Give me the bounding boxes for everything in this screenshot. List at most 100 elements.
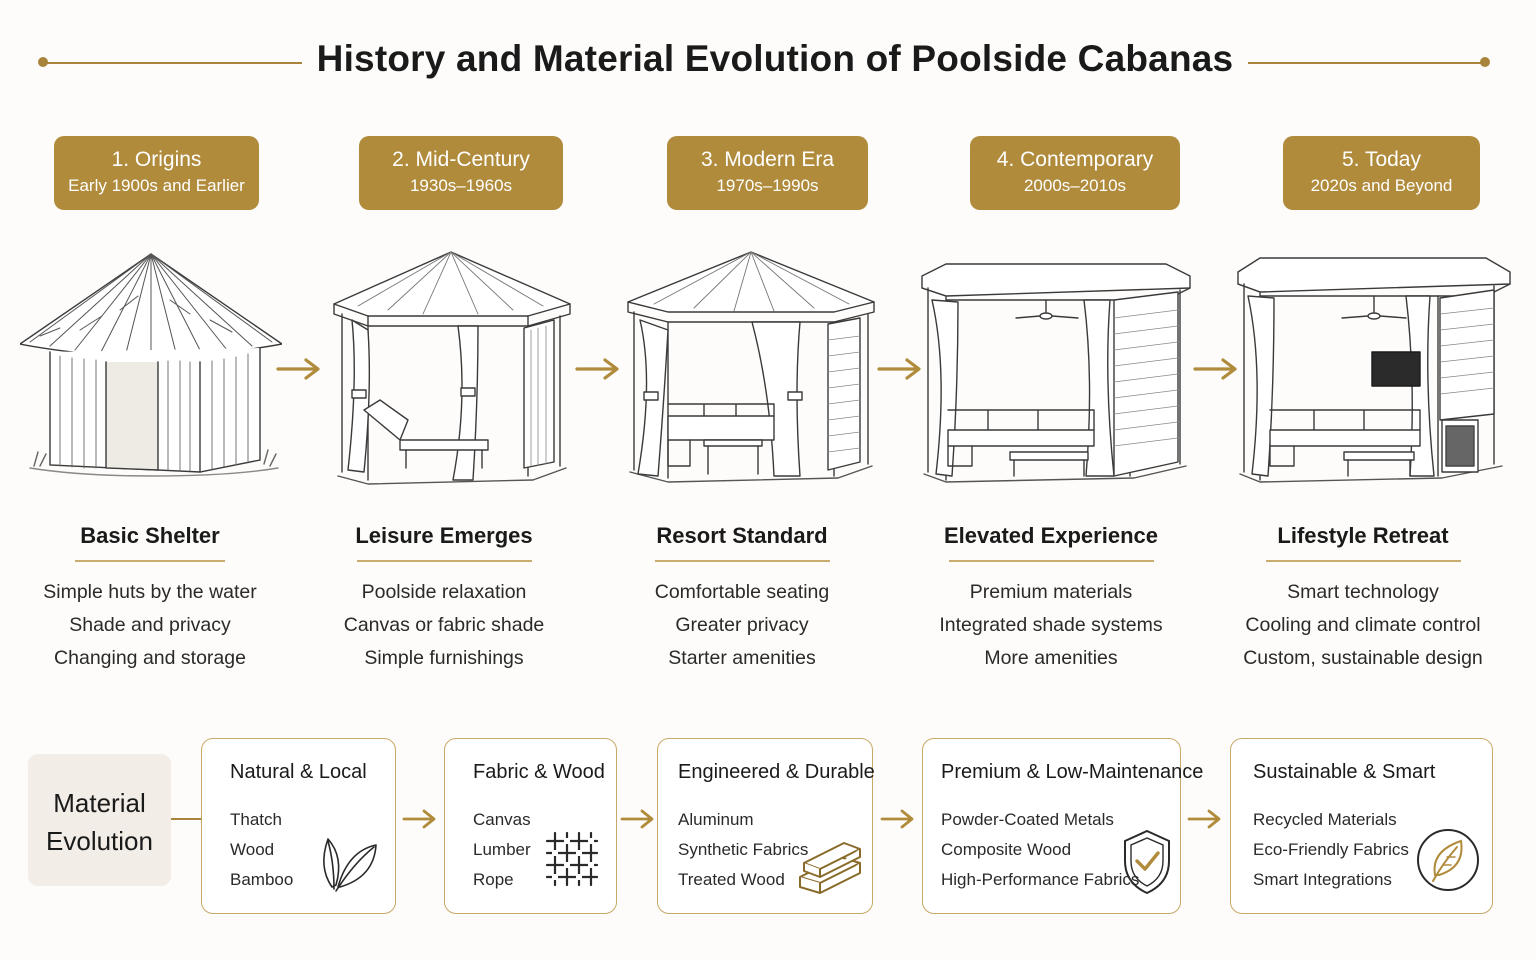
era-pill-origins: 1. Origins Early 1900s and Earlier — [54, 136, 259, 210]
material-card-items: Thatch Wood Bamboo — [230, 805, 293, 895]
material-arrow-4 — [1187, 809, 1221, 829]
stage-feature: Canvas or fabric shade — [343, 614, 545, 636]
flow-arrow-1 — [276, 358, 320, 380]
leaf-icon — [323, 838, 377, 892]
title-rule-left — [44, 62, 302, 64]
era-years: 2000s–2010s — [1023, 176, 1127, 195]
material-card-premium-low-maintenance: Premium & Low-Maintenance Powder-Coated … — [922, 738, 1203, 914]
contemporary-cabana-illustration — [918, 240, 1194, 490]
stage-feature: Smart technology — [1287, 581, 1439, 603]
flow-arrow-2 — [575, 358, 619, 380]
stage-title: Lifestyle Retreat — [1277, 523, 1449, 548]
material-card-items: Canvas Lumber Rope — [473, 805, 531, 895]
material-arrow-3 — [880, 809, 914, 829]
era-pill-modern-era: 3. Modern Era 1970s–1990s — [667, 136, 868, 210]
title-rule-right — [1248, 62, 1488, 64]
mid-century-gazebo-illustration — [328, 240, 574, 490]
era-years: 1970s–1990s — [716, 176, 819, 195]
modern-era-cabana-illustration — [624, 240, 878, 490]
era-pill-mid-century: 2. Mid-Century 1930s–1960s — [359, 136, 563, 210]
material-item: Synthetic Fabrics — [678, 840, 809, 859]
material-arrow-1 — [402, 809, 436, 829]
eco-leaf-icon — [1417, 829, 1479, 891]
era-name: 4. Contemporary — [996, 148, 1154, 171]
material-card-title: Engineered & Durable — [678, 761, 875, 783]
stage-feature: Premium materials — [969, 581, 1133, 603]
title-dot-left — [38, 57, 48, 67]
material-item: Lumber — [473, 840, 531, 859]
stage-title: Resort Standard — [656, 523, 828, 548]
era-years: 1930s–1960s — [409, 176, 513, 195]
stage-feature: Poolside relaxation — [361, 581, 527, 603]
stage-feature: Shade and privacy — [69, 614, 231, 636]
flow-arrow-4 — [1193, 358, 1237, 380]
material-item: Recycled Materials — [1253, 810, 1397, 829]
era-pill-contemporary: 4. Contemporary 2000s–2010s — [970, 136, 1180, 210]
material-item: Wood — [230, 840, 275, 859]
era-years: Early 1900s and Earlier — [68, 176, 245, 195]
material-evolution-label-line2: Evolution — [46, 826, 153, 856]
stage-feature: Changing and storage — [54, 647, 246, 669]
stage-feature: Custom, sustainable design — [1243, 647, 1483, 669]
material-card-fabric-wood: Fabric & Wood Canvas Lumber Rope — [444, 738, 617, 914]
stage-divider — [356, 560, 532, 562]
stage-divider — [75, 560, 225, 562]
era-name: 5. Today — [1341, 148, 1421, 171]
today-cabana-illustration — [1234, 240, 1512, 490]
material-evolution-label-line1: Material — [53, 788, 146, 818]
flow-arrow-3 — [877, 358, 921, 380]
stage-feature: Simple huts by the water — [43, 581, 257, 603]
stage-feature: Simple furnishings — [364, 647, 524, 669]
material-card-title: Premium & Low-Maintenance — [941, 761, 1204, 783]
era-name: 1. Origins — [111, 148, 202, 171]
stage-divider — [948, 560, 1154, 562]
material-card-sustainable-smart: Sustainable & Smart Recycled Materials E… — [1230, 738, 1493, 914]
stage-feature: Integrated shade systems — [939, 614, 1163, 636]
stage-feature: Starter amenities — [668, 647, 816, 669]
era-pill-today: 5. Today 2020s and Beyond — [1283, 136, 1480, 210]
era-name: 3. Modern Era — [700, 148, 835, 171]
title-bar: History and Material Evolution of Poolsi… — [0, 30, 1536, 94]
thatched-hut-illustration — [18, 240, 284, 490]
material-item: Treated Wood — [678, 870, 785, 889]
material-item: Rope — [473, 870, 514, 889]
material-card-title: Natural & Local — [230, 761, 367, 783]
material-connector-line — [171, 818, 201, 820]
material-item: High-Performance Fabrics — [941, 870, 1140, 889]
material-item: Aluminum — [678, 810, 754, 829]
planks-icon — [799, 842, 861, 894]
stage-divider — [1265, 560, 1461, 562]
page-title: History and Material Evolution of Poolsi… — [316, 38, 1234, 79]
material-item: Composite Wood — [941, 840, 1072, 859]
material-card-items: Recycled Materials Eco-Friendly Fabrics … — [1253, 805, 1409, 895]
stage-lifestyle-retreat: Lifestyle Retreat Smart technology Cooli… — [1232, 520, 1494, 675]
material-card-natural-local: Natural & Local Thatch Wood Bamboo — [201, 738, 396, 914]
stage-divider — [654, 560, 830, 562]
stage-resort-standard: Resort Standard Comfortable seating Grea… — [622, 520, 862, 675]
stage-basic-shelter: Basic Shelter Simple huts by the water S… — [30, 520, 270, 675]
stage-feature: More amenities — [984, 647, 1118, 669]
material-evolution-label: Material Evolution — [28, 754, 171, 886]
stage-feature: Greater privacy — [675, 614, 809, 636]
stage-feature: Comfortable seating — [654, 581, 830, 603]
material-card-title: Fabric & Wood — [473, 761, 605, 783]
shield-check-icon — [1124, 829, 1170, 895]
material-item: Eco-Friendly Fabrics — [1253, 840, 1409, 859]
material-card-title: Sustainable & Smart — [1253, 761, 1436, 783]
weave-icon — [545, 831, 599, 887]
era-name: 2. Mid-Century — [392, 148, 530, 171]
material-item: Thatch — [230, 810, 282, 829]
stage-title: Elevated Experience — [943, 523, 1158, 548]
stage-title: Leisure Emerges — [355, 523, 533, 548]
material-card-items: Aluminum Synthetic Fabrics Treated Wood — [678, 805, 808, 895]
material-item: Smart Integrations — [1253, 870, 1392, 889]
material-item: Canvas — [473, 810, 531, 829]
material-card-items: Powder-Coated Metals Composite Wood High… — [941, 805, 1139, 895]
material-arrow-2 — [620, 809, 654, 829]
stage-title: Basic Shelter — [80, 523, 220, 548]
material-card-engineered-durable: Engineered & Durable Aluminum Synthetic … — [657, 738, 875, 914]
stage-feature: Cooling and climate control — [1245, 614, 1481, 636]
stage-leisure-emerges: Leisure Emerges Poolside relaxation Canv… — [324, 520, 564, 675]
era-years: 2020s and Beyond — [1310, 176, 1453, 195]
material-item: Powder-Coated Metals — [941, 810, 1114, 829]
